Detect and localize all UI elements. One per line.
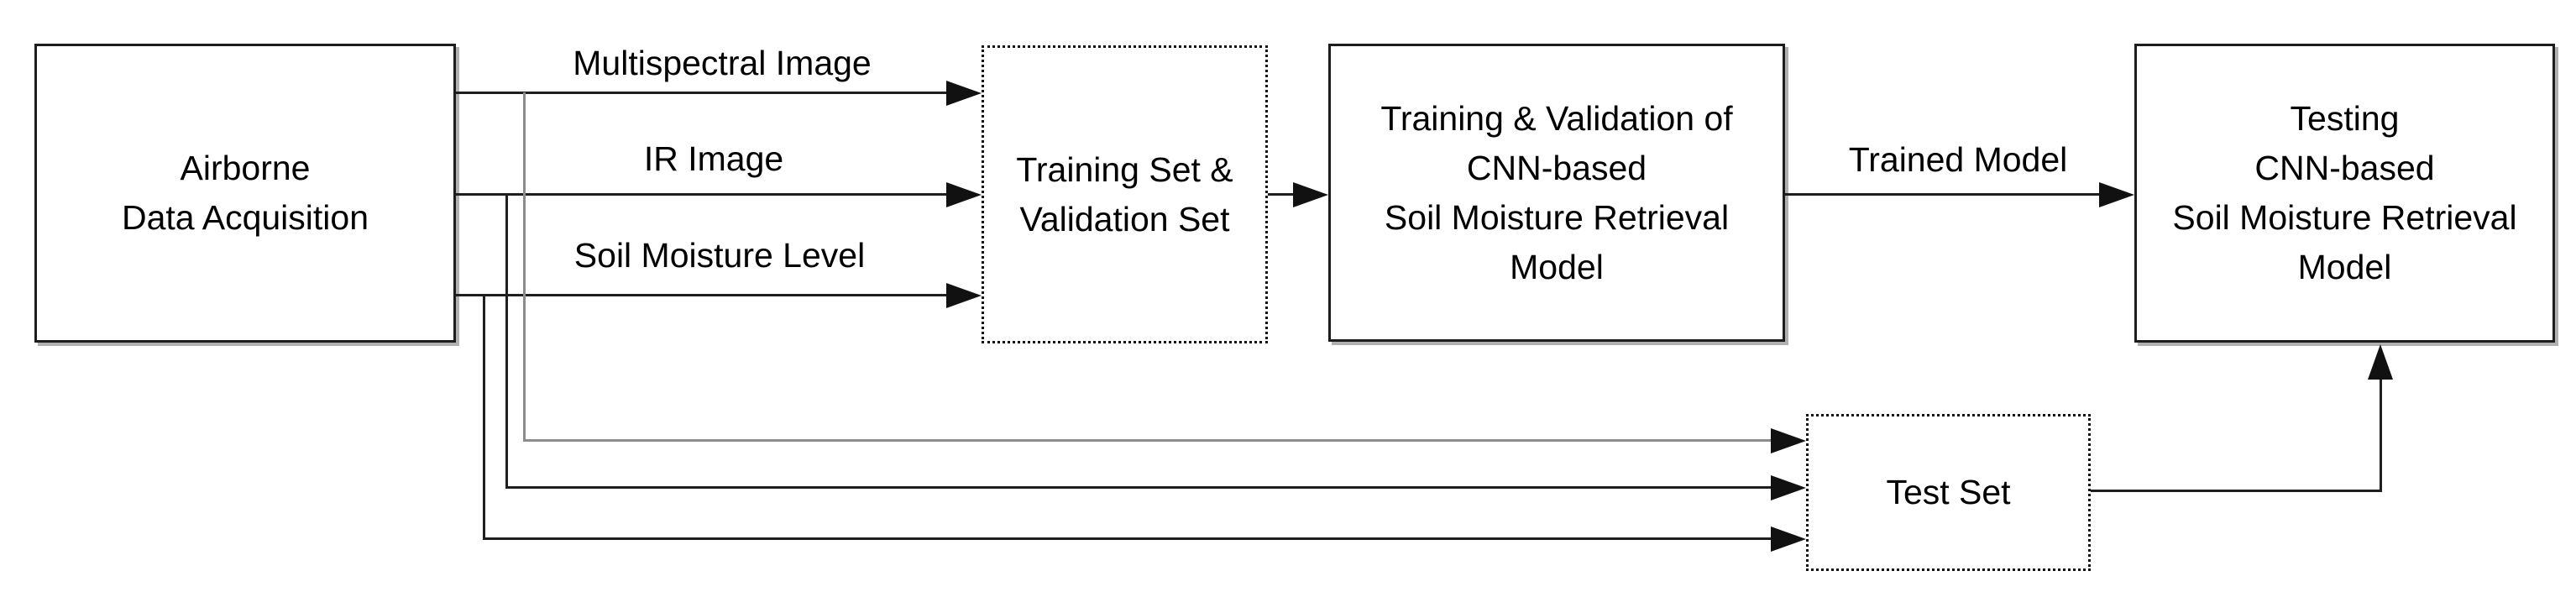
edge-multispectral-line — [456, 92, 946, 94]
node-label-line: Testing — [2290, 99, 2400, 138]
node-airborne-data-acquisition: Airborne Data Acquisition — [34, 44, 456, 343]
node-training-validation-cnn-model: Training & Validation of CNN-based Soil … — [1328, 44, 1785, 342]
node-label-line: Training & Validation of — [1380, 98, 1733, 138]
edge-ir-to-testset-line — [505, 486, 1771, 489]
edge-label-trained-model: Trained Model — [1848, 140, 2068, 179]
node-test-set: Test Set — [1806, 414, 2091, 571]
edge-label-soil-moisture-level: Soil Moisture Level — [573, 236, 866, 275]
node-label-line: Airborne — [180, 149, 311, 187]
edge-ir-dropper — [505, 194, 508, 488]
node-label-line: Soil Moisture Retrieval — [2172, 198, 2517, 237]
edge-label-multispectral-image: Multispectral Image — [573, 44, 872, 82]
node-testing-cnn-model: Testing CNN-based Soil Moisture Retrieva… — [2134, 44, 2555, 343]
edge-ir-line — [456, 193, 946, 196]
node-training-validation-set: Training Set & Validation Set — [982, 45, 1268, 343]
arrowhead-into-testset-3-icon — [1771, 527, 1806, 552]
edge-multispectral-to-testset-line — [523, 439, 1771, 442]
edge-soil-dropper — [483, 295, 485, 539]
edge-soil-line — [456, 294, 946, 296]
node-label-line: Validation Set — [1019, 199, 1230, 238]
edge-testset-out-line — [2091, 490, 2382, 492]
node-label-line: Test Set — [1886, 473, 2011, 511]
arrowhead-ir-into-trainval-icon — [946, 182, 982, 207]
node-label-line: Model — [2297, 248, 2392, 286]
edge-trained-model-line — [1785, 193, 2099, 196]
edge-trainvalset-to-model-line — [1268, 193, 1293, 196]
arrowhead-into-testset-1-icon — [1771, 428, 1806, 453]
arrowhead-up-into-testing-model-icon — [2368, 344, 2393, 380]
node-label-line: Model — [1510, 247, 1604, 286]
edge-label-ir-image: IR Image — [643, 139, 784, 178]
node-label-line: CNN-based — [2254, 149, 2435, 187]
edge-multispectral-dropper — [523, 92, 526, 441]
node-label-line: Soil Moisture Retrieval — [1384, 197, 1730, 237]
node-label-line: Data Acquisition — [121, 198, 369, 237]
edge-testset-up-line — [2380, 380, 2382, 492]
arrowhead-into-training-model-icon — [1293, 182, 1328, 207]
arrowhead-soil-into-trainval-icon — [946, 283, 982, 308]
node-label-line: CNN-based — [1466, 148, 1647, 187]
arrowhead-into-testset-2-icon — [1771, 475, 1806, 500]
arrowhead-into-testing-model-icon — [2099, 182, 2134, 207]
edge-soil-to-testset-line — [483, 537, 1771, 540]
arrowhead-multispectral-into-trainval-icon — [946, 81, 982, 106]
node-label-line: Training Set & — [1016, 149, 1233, 189]
